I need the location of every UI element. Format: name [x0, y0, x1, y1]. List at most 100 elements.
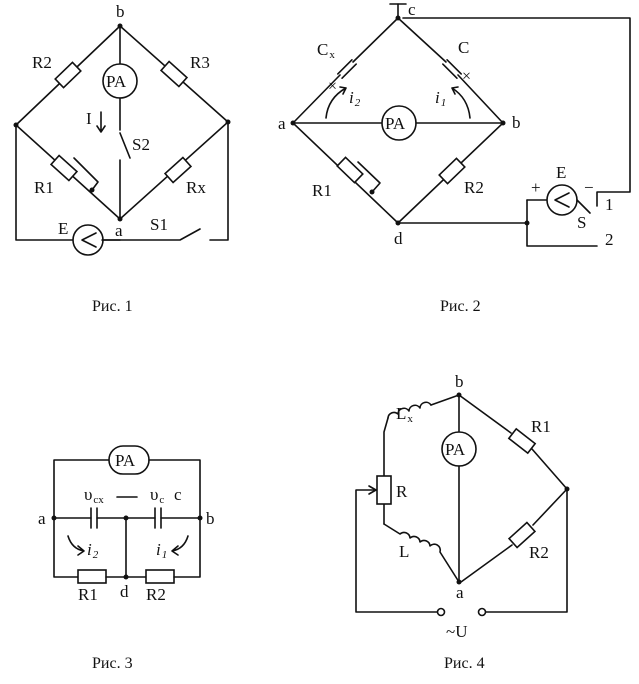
fig4-terminal-left [436, 607, 446, 617]
fig1-label-i: I [86, 109, 92, 128]
fig3-arrow-i2 [67, 535, 85, 556]
fig4-label-pa: PA [445, 440, 466, 459]
fig4-label-l: L [399, 542, 409, 561]
fig4-resistor-r [376, 475, 392, 505]
fig4-node-right [564, 486, 570, 492]
fig3-meter-wire-left [53, 459, 110, 519]
fig4-resistor-r2 [507, 521, 537, 549]
fig2-resistor-r2 [438, 157, 466, 185]
fig4-wire-lx-l [383, 417, 389, 525]
fig1-source-arrow [81, 232, 97, 248]
fig2-label-e: E [556, 163, 566, 182]
fig1-label-b: b [116, 2, 125, 21]
fig2-caption: Рис. 2 [440, 298, 481, 315]
fig4-label-r1: R1 [531, 417, 551, 436]
fig1-node-right [225, 119, 231, 125]
fig3-wire-left-down [53, 517, 79, 578]
fig1-label-r2: R2 [32, 53, 52, 72]
fig2-label-cx-sub: x [329, 49, 335, 61]
fig3-label-d: d [120, 582, 129, 601]
fig4-node-a [456, 579, 462, 585]
fig2-label-i1-main: i [435, 88, 440, 107]
fig3-arrow-i1 [171, 535, 189, 556]
fig1-source-wire-right [209, 121, 229, 241]
fig1-label-pa: PA [106, 72, 127, 91]
fig3-label-i1-main: i [156, 540, 161, 559]
fig2-c-cross: × [462, 68, 471, 85]
fig3-node-d [123, 574, 129, 580]
fig4-wire-supply-left [355, 489, 438, 613]
fig2-arrow-i2 [325, 86, 347, 119]
figure-2: × × c Cx C a b PA i2 i1 R [278, 0, 631, 315]
fig2-arrow-i1 [451, 86, 471, 119]
fig3-wire-right-down [173, 517, 201, 578]
fig4-label-a: a [456, 583, 464, 602]
fig2-node-a [290, 120, 296, 126]
fig1-caption: Рис. 1 [92, 298, 133, 315]
fig1-label-r1: R1 [34, 178, 54, 197]
fig1-r1-slider [73, 157, 99, 191]
fig4-label-r: R [396, 482, 408, 501]
fig2-switch-pos1-wire [402, 17, 631, 207]
fig2-node-d [395, 220, 401, 226]
fig2-wire-c-to-c [397, 17, 447, 63]
fig1-switch-s2 [119, 132, 131, 159]
fig3-node-c [123, 515, 129, 521]
fig4-wire-supply-right [485, 488, 568, 613]
fig1-label-a: a [115, 221, 123, 240]
fig2-label-cx-main: C [317, 40, 328, 59]
fig1-label-e: E [58, 219, 68, 238]
fig1-r1-slider-dot [89, 187, 95, 193]
fig3-resistor-r1 [77, 569, 107, 584]
fig4-resistor-r1 [507, 427, 537, 455]
fig1-node-a [117, 216, 123, 222]
fig2-source-e [546, 184, 578, 216]
fig3-label-ucx: υcx [84, 485, 104, 506]
fig4-inductor-l [383, 523, 460, 583]
fig3-label-uc-main: υ [150, 485, 158, 504]
fig3-caption: Рис. 3 [92, 655, 133, 672]
fig3-label-r2: R2 [146, 585, 166, 604]
fig1-node-left [13, 122, 19, 128]
fig2-label-minus: − [584, 178, 594, 197]
fig2-label-cx: Cx [317, 40, 335, 61]
fig2-label-r2: R2 [464, 178, 484, 197]
fig3-label-a: a [38, 509, 46, 528]
fig2-switch-pos2-wire [526, 199, 598, 247]
fig4-label-u: ~U [446, 622, 467, 641]
fig3-label-uc-sub: c [159, 494, 164, 506]
fig4-label-b: b [455, 372, 464, 391]
fig3-label-c: c [174, 485, 182, 504]
fig3-label-r1: R1 [78, 585, 98, 604]
fig3-label-i1-sub: 1 [162, 549, 168, 561]
fig4-wire-b-r1 [458, 394, 512, 434]
fig3-resistor-r2 [145, 569, 175, 584]
fig1-current-arrow [96, 111, 106, 133]
fig1-source-e [72, 224, 104, 256]
fig3-meter-wire-right [148, 459, 201, 519]
fig1-label-rx: Rx [186, 178, 206, 197]
fig3-label-i1: i1 [156, 540, 167, 561]
fig1-label-s1: S1 [150, 215, 168, 234]
fig2-label-plus: + [531, 178, 541, 197]
fig3-label-b: b [206, 509, 215, 528]
fig3-label-pa: PA [115, 451, 136, 470]
fig1-resistor-r1 [49, 154, 79, 182]
fig3-label-i2-sub: 2 [93, 549, 99, 561]
fig2-label-i1: i1 [435, 88, 446, 109]
fig2-label-pos1: 1 [605, 195, 614, 214]
figure-3: PA a b c d υcx υc i 2 i1 R1 R2 Рис. 3 [38, 445, 215, 672]
fig3-label-ucx-sub: cx [93, 494, 104, 506]
fig2-resistor-r1 [336, 156, 364, 184]
fig4-label-lx: Lx [396, 404, 413, 425]
fig2-source-arrow [554, 192, 570, 208]
fig2-label-pa: PA [385, 114, 406, 133]
fig2-label-i2-main: i [349, 88, 354, 107]
fig2-label-c-node: c [408, 0, 416, 19]
fig2-label-i1-sub: 1 [441, 97, 447, 109]
fig3-node-a [51, 515, 57, 521]
fig2-r1-slider-dot [369, 189, 375, 195]
fig2-node-junction [524, 220, 530, 226]
fig2-wire-cx-a-d [292, 74, 399, 224]
